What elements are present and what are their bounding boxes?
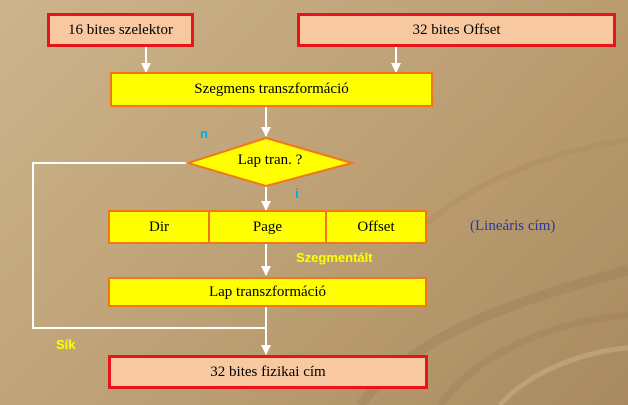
physical-address-box: 32 bites fizikai cím [108,355,428,389]
linear-field-dir: Dir [108,210,210,244]
decision-label: Lap tran. ? [237,151,303,168]
linear-field-dir-label: Dir [149,218,169,235]
linear-field-offset-label: Offset [357,218,395,235]
segment-transform-box: Szegmens transzformáció [110,72,433,107]
linear-field-page-label: Page [252,218,283,235]
label-flat: Sík [56,337,76,352]
bypass-line-flat [32,162,266,329]
label-no: n [200,126,208,141]
selector-box-label: 16 bites szelektor [68,21,173,38]
label-segmented: Szegmentált [296,250,373,265]
physical-address-label: 32 bites fizikai cím [210,363,326,380]
page-transform-label: Lap transzformáció [208,283,327,300]
offset-box: 32 bites Offset [297,13,616,47]
page-transform-box: Lap transzformáció [108,277,427,307]
linear-address-caption: (Lineáris cím) [470,218,556,234]
offset-box-label: 32 bites Offset [412,21,501,38]
selector-box: 16 bites szelektor [47,13,194,47]
segment-transform-label: Szegmens transzformáció [194,81,349,97]
label-yes: i [295,186,299,201]
linear-field-offset: Offset [325,210,427,244]
linear-field-page: Page [208,210,327,244]
